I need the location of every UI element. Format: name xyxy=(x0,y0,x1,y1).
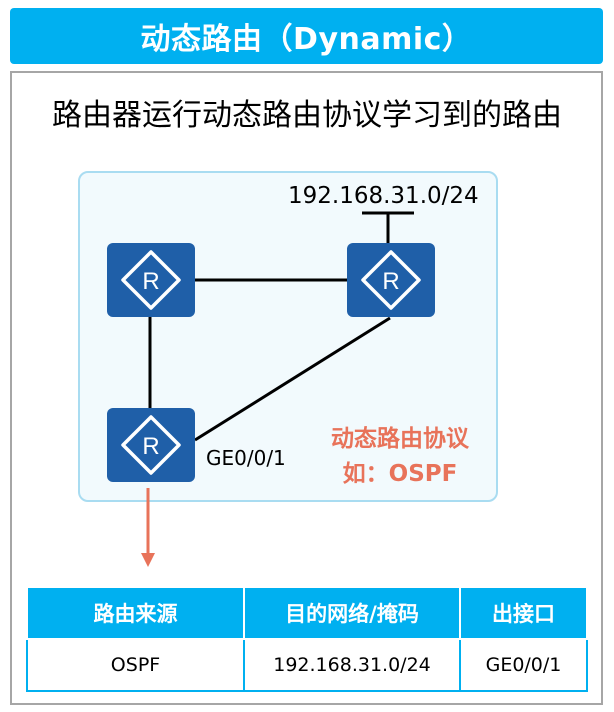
route-arrow-head xyxy=(141,553,155,567)
table-header-row: 路由来源 目的网络/掩码 出接口 xyxy=(26,586,588,640)
network-area xyxy=(78,171,498,502)
svg-text:R: R xyxy=(142,433,159,460)
interface-label: GE0/0/1 xyxy=(206,446,286,470)
column-header-outgoing-interface: 出接口 xyxy=(459,586,588,640)
router-top-right: R xyxy=(347,243,435,317)
router-icon: R xyxy=(107,408,195,482)
routing-table: 路由来源 目的网络/掩码 出接口 OSPF 192.168.31.0/24 GE… xyxy=(26,586,588,692)
protocol-example: 如：OSPF xyxy=(342,461,458,487)
link-top-right-to-bottom-left xyxy=(194,316,391,442)
network-label: 192.168.31.0/24 xyxy=(288,183,479,209)
column-header-destination: 目的网络/掩码 xyxy=(243,586,461,640)
cell-outgoing-interface: GE0/0/1 xyxy=(459,638,588,692)
svg-text:R: R xyxy=(142,268,159,295)
table-row: OSPF 192.168.31.0/24 GE0/0/1 xyxy=(26,638,588,692)
protocol-title: 动态路由协议 xyxy=(331,426,469,452)
cell-route-source: OSPF xyxy=(26,638,245,692)
router-top-left: R xyxy=(107,243,195,317)
svg-text:R: R xyxy=(382,268,399,295)
router-icon: R xyxy=(347,243,435,317)
cell-destination: 192.168.31.0/24 xyxy=(243,638,461,692)
header-title: 动态路由（Dynamic） xyxy=(140,22,473,57)
router-icon: R xyxy=(107,243,195,317)
subtitle: 路由器运行动态路由协议学习到的路由 xyxy=(52,98,562,133)
router-bottom-left: R xyxy=(107,408,195,482)
column-header-route-source: 路由来源 xyxy=(26,586,245,640)
header-banner: 动态路由（Dynamic） xyxy=(10,8,603,64)
